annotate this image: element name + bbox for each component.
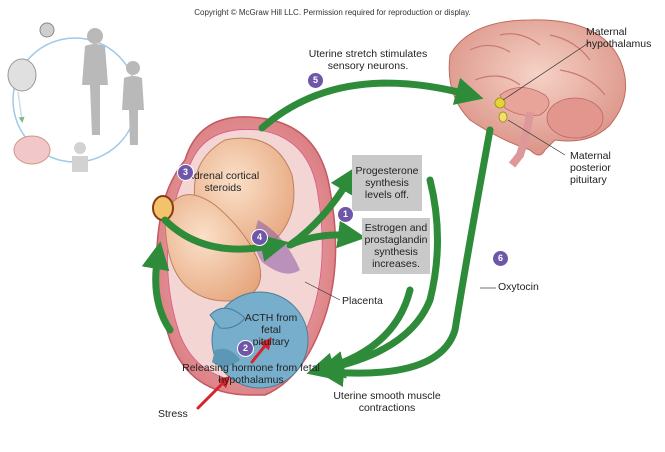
child-figure-icon: [72, 142, 88, 172]
label-stress: Stress: [158, 408, 188, 420]
label-maternal-hypothalamus: Maternal hypothalamus: [586, 26, 652, 50]
adult-figures-icon: [82, 28, 144, 145]
life-cycle-vignette: [7, 22, 144, 172]
posterior-pituitary-highlight: [498, 111, 508, 123]
label-oxytocin: Oxytocin: [498, 281, 539, 293]
arrow-progesterone: [316, 176, 441, 379]
box-estrogen-prostaglandin: Estrogen and prostaglandin synthesis inc…: [362, 218, 430, 274]
label-placenta: Placenta: [342, 295, 383, 307]
arrow-to-estrogen: [286, 220, 366, 249]
step-1-marker: 1: [337, 206, 354, 223]
label-acth: ACTH from fetal pituitary: [244, 312, 298, 348]
step-6-marker: 6: [492, 250, 509, 267]
copyright-notice: Copyright © McGraw Hill LLC. Permission …: [194, 8, 471, 17]
stress-arrows: [196, 337, 272, 410]
cerebellum: [546, 97, 604, 139]
label-uterine-contractions: Uterine smooth muscle contractions: [333, 390, 441, 414]
egg-icon: [39, 22, 55, 38]
arrow-stress: [196, 375, 231, 410]
arrow-adrenal-placenta: [161, 216, 289, 262]
maternal-brain: [448, 19, 627, 168]
fetus-icon: [13, 135, 51, 165]
arrow-releasing-hormone: [250, 337, 272, 364]
feedback-arrows: [141, 77, 494, 387]
arrow-uterine-stretch: [258, 77, 484, 132]
box-progesterone: Progesterone synthesis levels off.: [352, 155, 422, 211]
arrow-acth: [141, 241, 174, 334]
uterus: [152, 116, 337, 396]
step-5-marker: 5: [307, 72, 324, 89]
step-2-marker: 2: [237, 340, 254, 357]
hypothalamus-highlight: [494, 97, 506, 109]
label-adrenal-cortical-steroids: Adrenal cortical steroids: [186, 170, 260, 194]
arrow-estrogen: [306, 286, 414, 380]
step-3-marker: 3: [177, 164, 194, 181]
label-releasing-hormone: Releasing hormone from fetal hypothalamu…: [182, 362, 320, 386]
arrow-oxytocin: [316, 126, 494, 387]
label-maternal-posterior-pituitary: Maternal posterior pituitary: [570, 150, 611, 186]
embryo-icon: [7, 58, 37, 92]
adrenal-gland: [152, 195, 174, 221]
step-4-marker: 4: [251, 229, 268, 246]
leader-lines: [304, 41, 591, 301]
label-uterine-stretch: Uterine stretch stimulates sensory neuro…: [308, 48, 428, 72]
